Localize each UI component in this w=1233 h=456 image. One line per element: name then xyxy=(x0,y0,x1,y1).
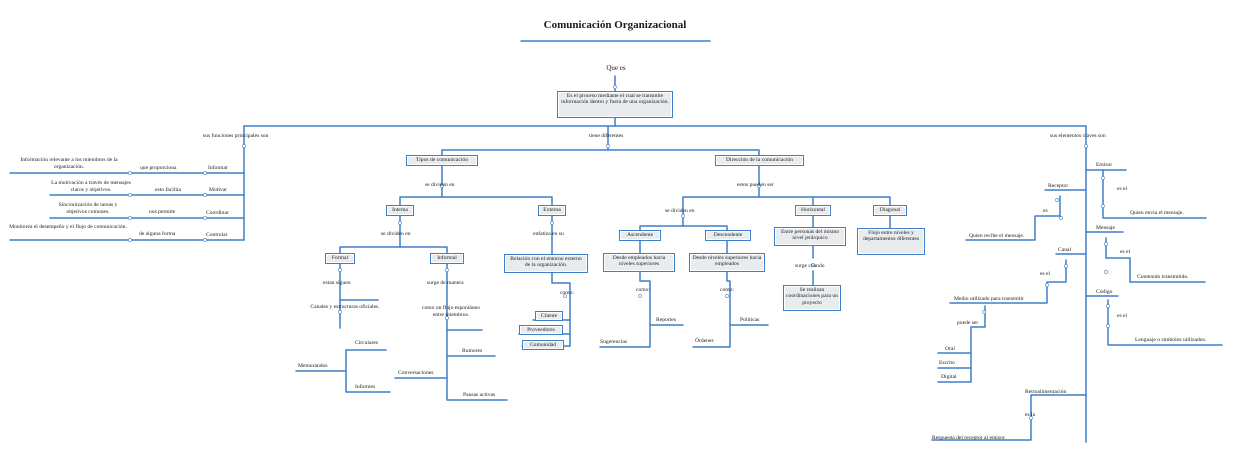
function-motivar: Motivar xyxy=(209,187,228,193)
ascendente-desc-box: Desde empleados hacia niveles superiores xyxy=(603,253,675,272)
proyecto-box: Se realizan coordinaciones para un proye… xyxy=(783,285,841,311)
link-sus-funciones: sus funciones principales son xyxy=(203,133,269,139)
link-se-dividen-en-3: se dividen en xyxy=(381,231,411,237)
externa-desc-box: Relación con el entorno externo de la or… xyxy=(504,254,588,273)
memorandos-text: Memorandos xyxy=(298,363,328,369)
mensaje-label: Mensaje xyxy=(1096,225,1115,231)
proveedores-box: Proveedores xyxy=(519,325,563,335)
link-es-el-canal: es el xyxy=(1040,271,1051,277)
descendente-box: Descendente xyxy=(705,230,751,241)
codigo-desc: Lenguaje o símbolos utilizados. xyxy=(1135,337,1207,343)
receptor-desc: Quien recibe el mensaje. xyxy=(969,233,1025,239)
emisor-label: Emisor xyxy=(1096,162,1113,168)
link-como-3: como: xyxy=(720,287,734,293)
function-controlar: Controlar xyxy=(206,232,228,238)
link-estan-siguen: estan siguen xyxy=(323,280,351,286)
diagonal-desc-box: Flujo entre niveles y departamentos dife… xyxy=(857,228,925,255)
reportes-text: Reportes xyxy=(656,317,676,323)
emisor-desc: Quien envía el mensaje. xyxy=(1130,210,1184,216)
definition-box: Es el proceso mediante el cual se transm… xyxy=(557,91,673,118)
escrito-text: Escrito xyxy=(939,360,955,366)
mensaje-desc: Contenido transmitido. xyxy=(1137,274,1189,280)
ordenes-text: Órdenes xyxy=(695,338,714,344)
conversaciones-text: Conversaciones xyxy=(398,370,434,376)
function-link-motivar: esto facilita xyxy=(155,187,181,193)
ascendente-box: Ascendente xyxy=(619,230,661,241)
link-puede-ser: puede ser xyxy=(957,320,979,326)
link-es-el-emisor: es el xyxy=(1117,186,1128,192)
politicas-text: Políticas xyxy=(740,317,760,323)
page-title: Comunicación Organizacional xyxy=(543,19,687,31)
link-surge-cuando: surge cuando xyxy=(795,263,825,269)
function-desc-informar: Información relevante a los miembros de … xyxy=(20,157,118,170)
function-desc-coordinar: Sincronización de tareas y objetivos com… xyxy=(58,202,118,215)
oral-text: Oral xyxy=(945,346,955,352)
types-box: Tipos de comunicación xyxy=(406,155,478,166)
comunidad-box: Comunidad xyxy=(522,340,564,350)
link-estos-pueden-ser: estos pueden ser xyxy=(737,182,774,188)
function-link-coordinar: nos permite xyxy=(149,209,176,215)
informal-box: Informal xyxy=(430,253,464,264)
codigo-label: Código xyxy=(1096,289,1113,295)
function-link-controlar: de alguna forma xyxy=(139,231,176,237)
canales-text: Canales y estructuras oficiales. xyxy=(310,304,380,310)
link-es-receptor: es xyxy=(1043,208,1048,214)
function-link-informar: que proporciona xyxy=(140,165,177,171)
informes-text: Informes xyxy=(355,384,376,390)
diagonal-box: Diagonal xyxy=(873,205,907,216)
link-es-el-mensaje: es el xyxy=(1120,249,1131,255)
function-desc-controlar: Monitorea el desempeño y el flujo de com… xyxy=(9,224,127,230)
direction-box: Dirección de la comunicación xyxy=(715,155,804,166)
function-coordinar: Coordinar xyxy=(206,210,229,216)
retro-desc: Respuesta del receptor al emisor. xyxy=(932,435,1006,441)
link-enfatiza: enfatiza en su xyxy=(533,231,564,237)
digital-text: Digital xyxy=(941,374,957,380)
function-desc-motivar: La motivación a través de mensajes claro… xyxy=(51,180,131,193)
descendente-desc-box: Desde niveles superiores hacia empleados xyxy=(689,253,765,272)
flujo-text: como un flujo espontáneo entre miembros. xyxy=(422,305,480,318)
link-se-dividen-en-2: se dividen en xyxy=(665,208,695,214)
canal-label: Canal xyxy=(1058,247,1072,253)
link-como-2: como: xyxy=(636,287,650,293)
externa-box: Externa xyxy=(538,205,566,216)
link-es-la: es la xyxy=(1025,412,1036,418)
link-es-el-codigo: es el xyxy=(1117,313,1128,319)
canal-desc: Medio utilizado para transmitir xyxy=(954,296,1024,302)
link-tiene-diferentes: tiene diferentes xyxy=(589,133,624,139)
retro-label: Retroalimentación xyxy=(1025,389,1067,395)
cliente-box: Cliente xyxy=(535,311,563,321)
que-es-label: Que es xyxy=(606,64,626,72)
formal-box: Formal xyxy=(325,253,355,264)
link-como-1: como: xyxy=(560,290,574,296)
sugerencias-text: Sugerencias xyxy=(600,339,628,345)
horizontal-desc-box: Entre personas del mismo nivel jerárquic… xyxy=(774,227,846,246)
link-sus-elementos: sus elementos claves son xyxy=(1050,133,1106,139)
interna-box: Interna xyxy=(386,205,414,216)
function-informar: Informar xyxy=(208,165,228,171)
link-se-dividen-en-1: se dividen en xyxy=(425,182,455,188)
circulares-text: Circulares xyxy=(355,340,378,346)
receptor-label: Receptor xyxy=(1048,183,1069,189)
link-surge-de-manera: surge de manera xyxy=(427,280,464,286)
rumores-text: Rumores xyxy=(462,348,483,354)
pausas-text: Pausas activas xyxy=(463,392,496,398)
horizontal-box: Horizontal xyxy=(795,205,831,216)
